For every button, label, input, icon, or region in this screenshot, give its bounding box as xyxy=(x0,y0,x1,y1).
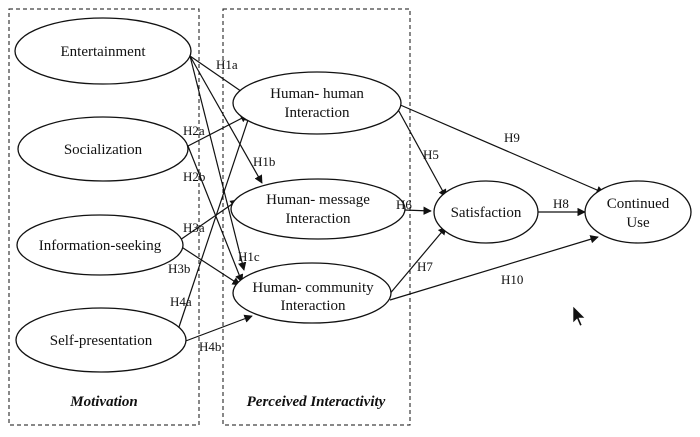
edge-label-h8: H8 xyxy=(553,196,569,211)
edge-hh-cu xyxy=(397,103,605,194)
edge-label-h9: H9 xyxy=(504,130,520,145)
label-satisfaction: Satisfaction xyxy=(451,205,522,221)
label-human-message-1: Human- message xyxy=(266,192,370,208)
edges xyxy=(175,55,605,343)
edge-info-hc xyxy=(179,245,241,286)
label-continued-use-1: Continued xyxy=(607,196,670,212)
node-human-community: Human- community Interaction xyxy=(232,262,392,324)
edge-ent-hm xyxy=(189,55,263,184)
label-human-human-1: Human- human xyxy=(270,86,364,102)
edge-info-hm xyxy=(179,199,239,241)
edge-soc-hc xyxy=(187,145,244,283)
group-label-perceived-interactivity: Perceived Interactivity xyxy=(247,394,386,410)
node-entertainment: Entertainment xyxy=(14,17,192,85)
edge-hc-cu xyxy=(389,235,599,301)
label-human-community-2: Interaction xyxy=(281,298,346,314)
mouse-cursor-icon xyxy=(572,305,586,327)
node-satisfaction: Satisfaction xyxy=(433,180,539,244)
label-human-message-2: Interaction xyxy=(286,211,351,227)
edge-label-h3a: H3a xyxy=(183,220,205,235)
edge-label-h6: H6 xyxy=(396,197,412,212)
node-continued-use: Continued Use xyxy=(584,180,692,244)
node-socialization: Socialization xyxy=(17,116,189,182)
edge-hh-sat xyxy=(394,103,447,198)
node-human-human: Human- human Interaction xyxy=(232,71,402,135)
motivation-group-box xyxy=(8,8,200,426)
edge-labels: H1a H2a H1b H2b H3a H1c H3b H4a H4b H5 H… xyxy=(168,57,569,354)
label-socialization: Socialization xyxy=(64,142,143,158)
edge-label-h2b: H2b xyxy=(183,169,205,184)
edge-self-hc xyxy=(182,314,253,343)
edge-ent-hh xyxy=(189,55,249,97)
edge-label-h1c: H1c xyxy=(238,249,260,264)
edge-label-h7: H7 xyxy=(417,259,433,274)
edge-ent-hc xyxy=(189,55,247,271)
edge-self-hh xyxy=(175,113,252,337)
edge-label-h1a: H1a xyxy=(216,57,238,72)
edge-soc-hh xyxy=(187,114,249,147)
edge-label-h10: H10 xyxy=(501,272,523,287)
edge-hc-sat xyxy=(387,226,447,297)
node-self-presentation: Self-presentation xyxy=(15,307,187,373)
edge-label-h2a: H2a xyxy=(183,123,205,138)
edge-hm-sat xyxy=(403,206,432,215)
interactivity-group-box xyxy=(222,8,411,426)
edge-label-h4a: H4a xyxy=(170,294,192,309)
label-human-human-2: Interaction xyxy=(285,105,350,121)
label-continued-use-2: Use xyxy=(626,215,650,231)
label-entertainment: Entertainment xyxy=(61,44,147,60)
node-human-message: Human- message Interaction xyxy=(230,178,406,240)
label-human-community-1: Human- community xyxy=(252,280,374,296)
edge-label-h3b: H3b xyxy=(168,261,190,276)
label-self-presentation: Self-presentation xyxy=(50,333,153,349)
label-information-seeking: Information-seeking xyxy=(39,238,162,254)
node-information-seeking: Information-seeking xyxy=(16,214,184,276)
group-label-motivation: Motivation xyxy=(69,394,138,410)
edge-label-h5: H5 xyxy=(423,147,439,162)
edge-label-h1b: H1b xyxy=(253,154,275,169)
edge-label-h4b: H4b xyxy=(199,339,221,354)
